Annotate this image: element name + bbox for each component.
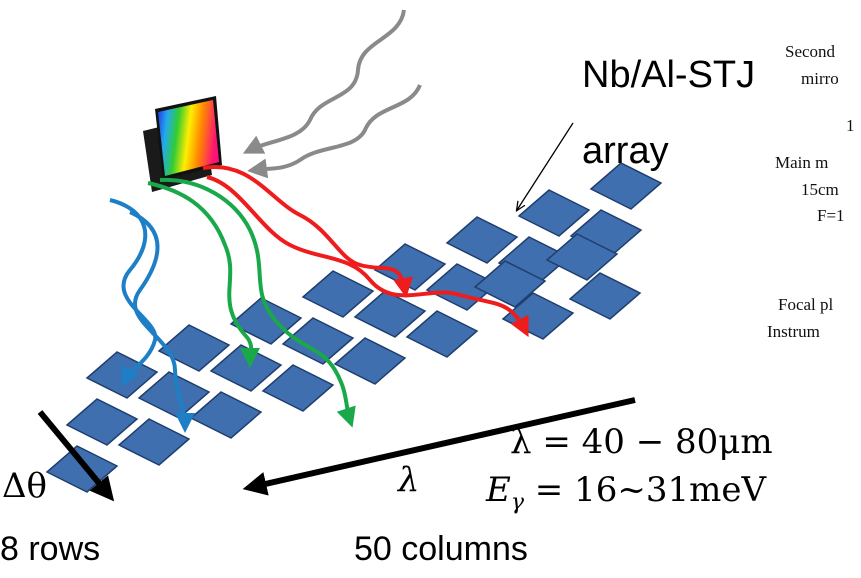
side-text-1: mirro [801, 69, 839, 88]
stj-pixel-icon [333, 337, 407, 385]
stj-pixel-icon [261, 364, 335, 412]
side-text-4: 15cm [801, 180, 839, 199]
side-text-2: 1 [846, 116, 855, 135]
delta-theta-arrow [37, 410, 115, 502]
energy-value: = 16~31meV [523, 470, 767, 510]
stj-pixel-icon [209, 344, 283, 392]
stj-pixel-icon [229, 297, 303, 345]
stj-pixel-icon [545, 233, 619, 281]
rows-label: 8 rows [0, 530, 101, 568]
stj-pixel-icon [281, 317, 355, 365]
green-rays [147, 177, 356, 428]
array-label-line2: array [582, 130, 669, 172]
rainbow-grating-icon [143, 96, 222, 192]
side-text-6: Focal pl [778, 295, 834, 314]
side-text-0: Second [785, 42, 836, 61]
stj-pixel-icon [568, 272, 642, 320]
stj-pixel-icon [65, 398, 139, 446]
stj-pixel-icon [189, 391, 263, 439]
stj-pixel-icon [137, 371, 211, 419]
stj-pixel-icon [117, 418, 191, 466]
stj-pixel-icon [353, 290, 427, 338]
stj-pixel-icon [157, 324, 231, 372]
blue-rays [109, 198, 195, 433]
side-text-5: F=1 [817, 206, 845, 225]
side-text-7: Instrum [767, 322, 820, 341]
lambda-direction-arrow [242, 397, 636, 496]
stj-pixel-icon [589, 162, 663, 210]
side-text-3: Main m [775, 153, 829, 172]
lambda-axis-label: λ [398, 460, 420, 500]
stj-pixel-icon [473, 260, 547, 308]
energy-symbol: E [486, 470, 511, 510]
delta-theta-label: Δθ [2, 466, 48, 506]
energy-subscript: γ [510, 489, 524, 515]
columns-label: 50 columns [354, 530, 528, 568]
array-label-line1: Nb/Al-STJ [582, 54, 756, 96]
stj-pixel-icon [45, 445, 119, 493]
stj-pixel-icon [445, 216, 519, 264]
red-rays [202, 164, 529, 338]
stj-pixel-icon [517, 189, 591, 237]
energy-range: Eγ = 16~31meV [486, 470, 766, 515]
array-pointer-arrow [517, 122, 574, 210]
stj-pixel-icon [405, 310, 479, 358]
wavelength-range: λ = 40 − 80μm [510, 422, 773, 462]
stj-pixel-icon [301, 270, 375, 318]
incoming-rays [242, 9, 422, 179]
